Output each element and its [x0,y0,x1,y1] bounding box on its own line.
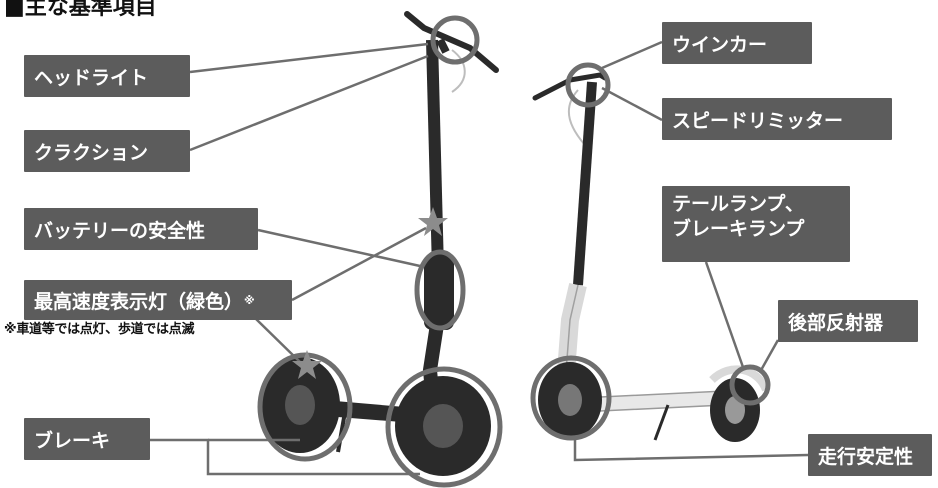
star-speed-indicator [418,207,448,236]
leader-tail-lamp [704,261,746,371]
leader-speed-limiter [601,86,663,122]
label-speed-indicator-lamp-text: 最高速度表示灯（緑色） [34,290,244,313]
leader-battery [257,228,421,268]
label-brake-text: ブレーキ [34,429,111,452]
label-headlight: ヘッドライト [24,55,190,97]
leader-turn-signal [601,40,663,70]
leader-headlight [189,42,429,74]
leader-rear-reflector [758,339,780,373]
label-horn: クラクション [24,130,190,172]
leader-lines [150,40,809,476]
label-brake: ブレーキ [24,418,150,460]
leader-brake [150,438,420,476]
leader-driving-stability [573,438,809,462]
label-driving-stability-text: 走行安定性 [818,445,914,468]
label-horn-text: クラクション [34,141,149,164]
star-brake [292,350,322,379]
label-rear-reflector: 後部反射器 [778,300,918,342]
circle-rear-reflector [729,364,771,406]
circle-headlight [430,15,480,65]
circle-battery [414,249,466,331]
label-speed-limiter-text: スピードリミッター [672,109,844,132]
label-speed-indicator-lamp: 最高速度表示灯（緑色）※ [24,280,292,320]
label-driving-stability: 走行安定性 [808,434,932,476]
label-rear-reflector-text: 後部反射器 [788,311,884,334]
label-turn-signal-text: ウインカー [672,33,768,56]
speed-indicator-note: ※車道等では点灯、歩道では点滅 [4,322,195,337]
scooter-left [260,11,499,476]
circle-front-wheel [385,366,503,488]
circle-rear-brake [257,352,353,462]
circle-turn-signal [565,62,611,108]
label-battery-safety-text: バッテリーの安全性 [34,219,206,242]
label-tail-lamp-line2: ブレーキランプ [672,218,805,240]
label-tail-lamp: テールランプ、 ブレーキランプ [662,186,850,262]
label-tail-lamp-line1: テールランプ、 [672,193,804,215]
label-speed-indicator-mark: ※ [244,293,255,307]
page-title: ■主な基準項目 [4,0,157,20]
leader-horn [189,54,429,152]
circle-front-wheel-right [530,355,612,441]
leader-speed-indicator [291,226,427,302]
highlight-circles [257,15,771,488]
label-turn-signal: ウインカー [662,22,812,64]
label-headlight-text: ヘッドライト [34,66,149,89]
stars [292,207,448,379]
label-speed-limiter: スピードリミッター [662,98,892,140]
label-battery-safety: バッテリーの安全性 [24,208,258,250]
